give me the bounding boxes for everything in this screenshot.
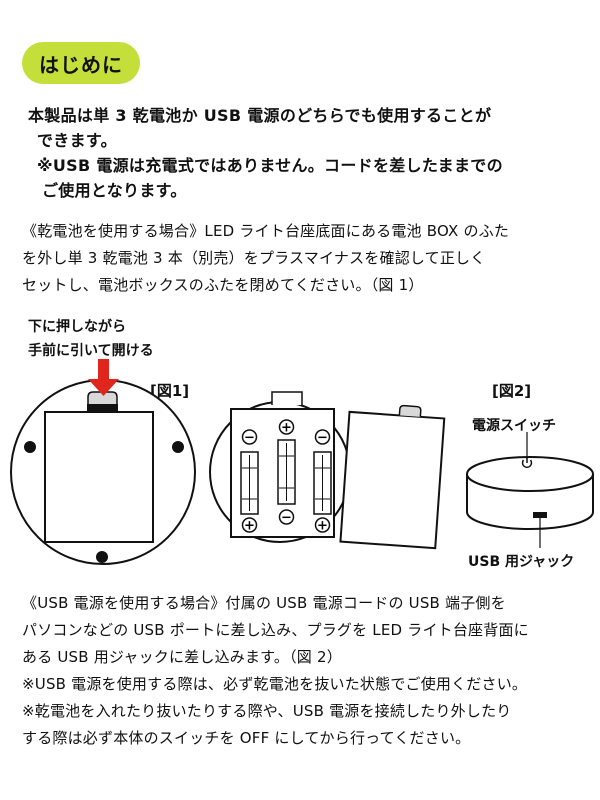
battery-line: を外し単 3 乾電池 3 本（別売）をプラスマイナスを確認して正しく [22,249,486,267]
minus-icon: − [314,429,331,446]
removed-battery-lid [339,404,446,550]
minus-icon: − [278,509,295,526]
intro-note: ※USB 電源は充電式ではありません。コードを差したままでの [37,156,503,175]
open-instruction-line1: 下に押しながら [28,319,126,335]
power-switch-label: 電源スイッチ [472,418,556,434]
plus-icon: + [241,517,258,534]
battery-line: 《乾電池を使用する場合》LED ライト台座底面にある電池 BOX のふた [22,222,510,240]
usb-instructions: 《USB 電源を使用する場合》付属の USB 電源コードの USB 端子側を パ… [22,590,592,752]
press-arrow-icon [88,359,119,396]
plus-icon: + [278,419,295,436]
intro-line: できます。 [37,131,117,150]
battery-slot [277,439,296,505]
usb-line: パソコンなどの USB ポートに差し込み、プラグを LED ライト台座背面に [22,621,529,639]
usb-note: ※USB 電源を使用する際は、必ず乾電池を抜いた状態でご使用ください。 [22,675,528,693]
base-bottom-closed [10,379,196,565]
intro-note: ご使用となります。 [42,181,187,200]
usb-jack-label: USB 用ジャック [468,554,575,570]
svg-text:+: + [244,519,255,534]
plus-icon: + [314,517,331,534]
intro-badge: はじめに [22,42,140,84]
foot-dot [172,441,184,453]
power-switch-icon [521,457,533,469]
svg-text:−: − [281,511,292,526]
usb-note: する際は必ず本体のスイッチを OFF にしてから行ってください。 [22,729,471,747]
compartment-notch [271,391,303,405]
figure2-title: [図2] [492,382,532,400]
minus-icon: − [241,429,258,446]
foot-dot [96,551,108,563]
battery-lid [44,411,154,543]
usb-line: 《USB 電源を使用する場合》付属の USB 電源コードの USB 端子側を [22,594,506,612]
svg-text:+: + [281,421,292,436]
base-bottom-open: − + − + − + [209,391,446,550]
svg-text:−: − [317,431,328,446]
latch-tab [87,404,118,412]
figure1-title: [図1] [150,382,190,400]
svg-text:+: + [317,519,328,534]
intro-text: 本製品は単 3 乾電池か USB 電源のどちらでも使用することが できます。 ※… [28,103,588,203]
battery-line: セットし、電池ボックスのふたを閉めてください。（図 1） [22,276,424,294]
usb-note: ※乾電池を入れたり抜いたりする際や、USB 電源を接続したり外したり [22,702,512,720]
intro-line: 本製品は単 3 乾電池か USB 電源のどちらでも使用することが [28,106,492,125]
battery-instructions: 《乾電池を使用する場合》LED ライト台座底面にある電池 BOX のふた を外し… [22,218,592,299]
usb-line: ある USB 用ジャックに差し込みます。（図 2） [22,648,342,666]
usb-jack-icon [533,512,547,518]
battery-slot [240,451,259,515]
open-instruction-line2: 手前に引いて開ける [28,343,154,359]
foot-dot [24,441,36,453]
led-base-figure [466,432,594,548]
svg-text:−: − [244,431,255,446]
battery-slot [313,451,332,515]
